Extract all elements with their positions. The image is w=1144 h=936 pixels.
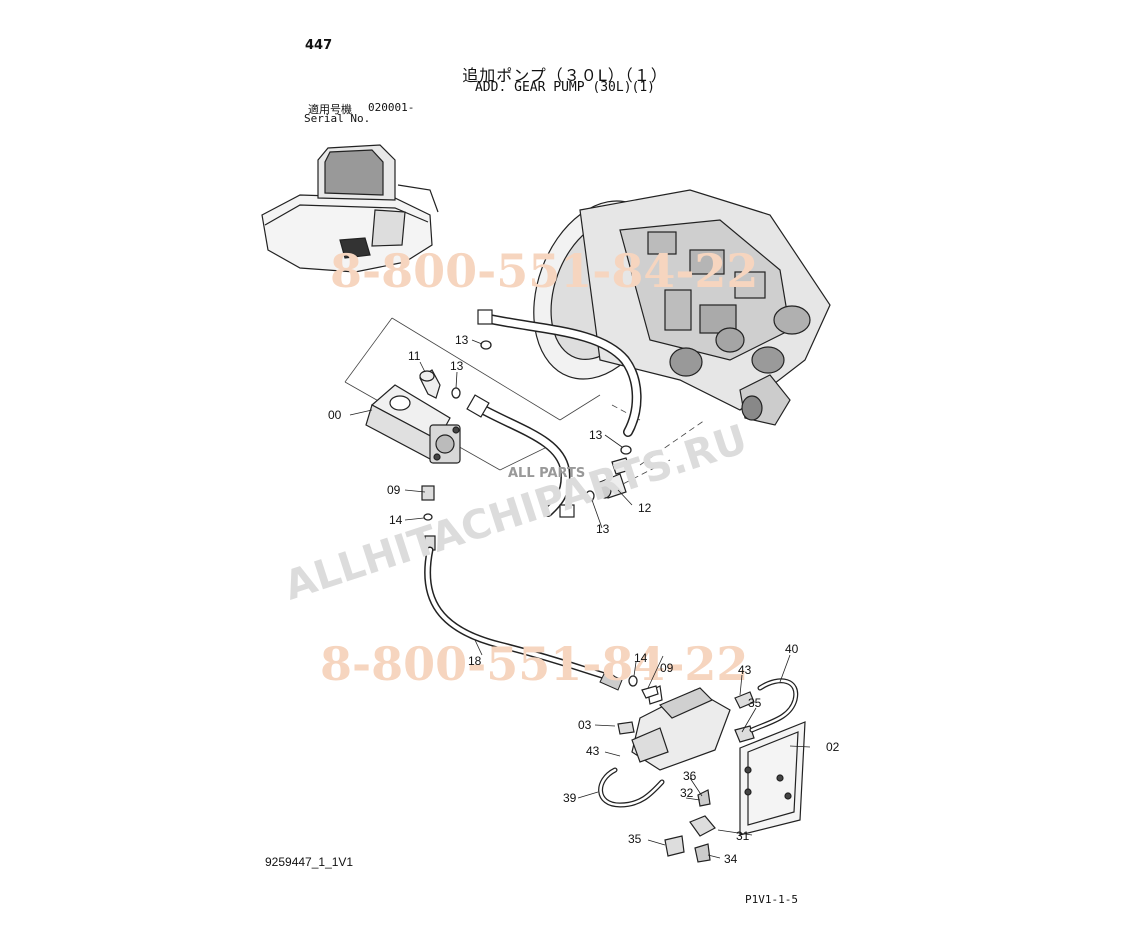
callout-35-upper: 35 bbox=[748, 696, 762, 710]
logo-watermark: ALL PARTS bbox=[508, 466, 585, 481]
callout-40: 40 bbox=[785, 642, 799, 656]
callout-11: 11 bbox=[408, 349, 421, 363]
callout-09-left: 09 bbox=[387, 483, 401, 497]
phone-watermark-bottom: 8-800-551-84-22 bbox=[320, 637, 748, 691]
callout-35-lower: 35 bbox=[628, 832, 642, 846]
page-number: 447 bbox=[305, 38, 333, 53]
machine-overview bbox=[261, 144, 439, 273]
title-english: ADD. GEAR PUMP (30L)(1) bbox=[474, 80, 655, 95]
callout-02: 02 bbox=[826, 740, 840, 754]
callout-labels: 00 02 03 09 09 11 12 13 13 13 13 14 14 1… bbox=[328, 333, 840, 866]
callout-13-right: 13 bbox=[589, 428, 603, 442]
callout-12: 12 bbox=[638, 501, 652, 515]
callout-00: 00 bbox=[328, 408, 342, 422]
callout-31: 31 bbox=[736, 829, 750, 843]
callout-13-bottom: 13 bbox=[596, 522, 610, 536]
hose-18 bbox=[424, 546, 623, 691]
small-hoses bbox=[598, 678, 799, 808]
drawing-number: 9259447_1_1V1 bbox=[265, 855, 354, 869]
leader-lines bbox=[349, 339, 811, 859]
serial-label-japanese: 適用号機 bbox=[308, 103, 352, 116]
callout-18: 18 bbox=[468, 654, 482, 668]
callout-34: 34 bbox=[724, 852, 738, 866]
callout-13-mid: 13 bbox=[450, 359, 464, 373]
callout-09-right: 09 bbox=[660, 661, 674, 675]
phone-watermark-top: 8-800-551-84-22 bbox=[330, 244, 758, 298]
callout-43-right: 43 bbox=[738, 663, 752, 677]
callout-32: 32 bbox=[680, 786, 694, 800]
callout-13-top: 13 bbox=[455, 333, 469, 347]
serial-value: 020001- bbox=[368, 101, 415, 114]
serial-label-english: Serial No. bbox=[304, 112, 371, 125]
site-watermark: ALLHITACHIPARTS.RU bbox=[279, 416, 753, 609]
callout-03: 03 bbox=[578, 718, 592, 732]
main-pump-assembly bbox=[533, 189, 831, 426]
suction-pipe bbox=[466, 309, 642, 518]
valve-block-assembly bbox=[617, 685, 806, 863]
gear-pump-body bbox=[365, 384, 461, 464]
callout-14-left: 14 bbox=[389, 513, 403, 527]
callout-36: 36 bbox=[683, 769, 697, 783]
title-japanese: 追加ポンプ（３０L）（１） bbox=[462, 66, 668, 85]
callout-43-left: 43 bbox=[586, 744, 600, 758]
callout-14-right: 14 bbox=[634, 651, 648, 665]
page-reference: P1V1-1-5 bbox=[745, 893, 798, 906]
callout-39: 39 bbox=[563, 791, 577, 805]
